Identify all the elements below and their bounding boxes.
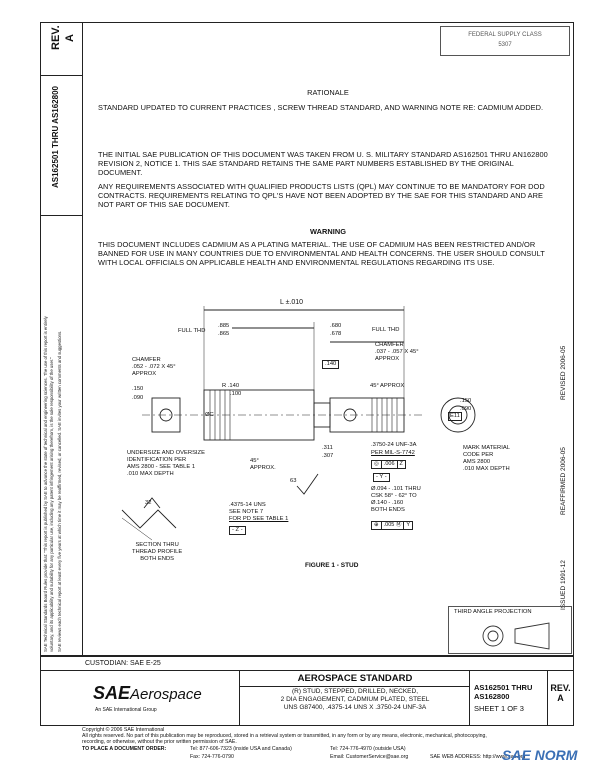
email: Email: CustomerService@sae.org [330, 754, 409, 760]
angle-45-approx: 45° APPROX [370, 383, 405, 389]
sae-logo: SAEAerospace [93, 683, 202, 703]
chamfer-right-label: CHAMFER .037 - .057 X 45° APPROX [375, 342, 419, 362]
dim-865: .865 [218, 331, 230, 337]
third-angle-projection-icon [482, 622, 550, 650]
warning-text: THIS DOCUMENT INCLUDES CADMIUM AS A PLAT… [98, 240, 545, 268]
full-thd-right: FULL THD [372, 327, 400, 333]
copyright: Copyright © 2006 SAE International [82, 727, 165, 733]
sheet-number: SHEET 1 OF 3 [474, 704, 524, 713]
part-description: (R) STUD, STEPPED, DRILLED, NECKED, 2 DI… [280, 688, 430, 711]
side-rev-value: A [64, 34, 76, 42]
thread-3750: .3750-24 UNF-3A [371, 442, 417, 448]
fax: Fax: 724-776-0790 [190, 754, 234, 760]
angle-45-b: 45° APPROX. [250, 458, 276, 471]
phi-c-label: ØC [205, 412, 214, 418]
paragraph-initial-publication: THE INITIAL SAE PUBLICATION OF THIS DOCU… [98, 150, 548, 178]
rights-notice: All rights reserved. No part of this pub… [82, 733, 487, 739]
mark-material-note: MARK MATERIAL CODE PER AMS 2800 .010 MAX… [463, 445, 510, 472]
third-angle-box: THIRD ANGLE PROJECTION [448, 606, 572, 654]
length-dimension: L ±.010 [280, 299, 304, 306]
side-rev-cell [41, 23, 83, 76]
side-docnum-cell [41, 75, 83, 216]
radius-100: .100 [230, 391, 242, 397]
dim-140-box: .140 [322, 360, 340, 369]
finish-32: 32 [145, 500, 152, 506]
logo-cell: SAEAerospace An SAE International Group [83, 671, 240, 725]
dim-680: .680 [330, 323, 342, 329]
tel-usa: Tel: 877-606-7323 (inside USA and Canada… [190, 746, 292, 752]
custodian: CUSTODIAN: SAE E-25 [41, 657, 573, 671]
thread-4375-note: .4375-14 UNS SEE NOTE 7 FOR PD SEE TABLE… [229, 502, 289, 522]
e11-tolerance: E11 [448, 412, 462, 421]
warning-title: WARNING [309, 227, 347, 236]
datum-z: - Z - [229, 526, 246, 535]
rationale-text: STANDARD UPDATED TO CURRENT PRACTICES , … [98, 103, 544, 112]
datum-y: - Y - [373, 473, 390, 482]
rights-notice-2: recording, or otherwise, without the pri… [82, 739, 237, 745]
federal-supply-class: FEDERAL SUPPLY CLASS 5307 [440, 26, 570, 56]
web-address: SAE WEB ADDRESS: http://www.sae.org [430, 754, 526, 760]
description-cell: AEROSPACE STANDARD (R) STUD, STEPPED, DR… [240, 671, 470, 725]
rationale-title: RATIONALE [307, 88, 349, 97]
dim-885: .885 [218, 323, 230, 329]
undersize-note: UNDERSIZE AND OVERSIZE IDENTIFICATION PE… [127, 450, 205, 477]
order-label: TO PLACE A DOCUMENT ORDER: [82, 746, 167, 752]
dim-090-right: .090 [460, 406, 472, 412]
phi-307: .307 [322, 453, 334, 459]
dim-678: .678 [330, 331, 342, 337]
radius-140: R .140 [222, 383, 240, 389]
paragraph-qpl: ANY REQUIREMENTS ASSOCIATED WITH QUALIFI… [98, 182, 545, 210]
sae-norm-watermark: SAE NORM [502, 747, 578, 763]
logo-subtitle: An SAE International Group [95, 707, 157, 713]
title-block: CUSTODIAN: SAE E-25 SAEAerospace An SAE … [40, 656, 574, 726]
dim-150-left: .150 [132, 386, 144, 392]
per-mil-spec: PER MIL-S-7742 [371, 450, 415, 456]
section-thru-label: SECTION THRU THREAD PROFILE BOTH ENDS [132, 542, 183, 562]
figure-caption: FIGURE 1 - STUD [305, 562, 359, 569]
hole-note: Ø.094 - .101 THRU CSK 58° - 62° TO Ø.140… [371, 486, 421, 513]
side-strip [40, 22, 83, 656]
standard-title: AEROSPACE STANDARD [240, 673, 470, 687]
side-disclaimer: SAE Technical Standards Board Rules prov… [43, 316, 62, 652]
rev-value: A [557, 693, 564, 703]
side-doc-numbers: AS162501 THRU AS162800 [51, 86, 60, 188]
rev-cell: REV. A [548, 671, 573, 725]
full-thd-left: FULL THD [178, 328, 206, 334]
tel-outside: Tel: 724-776-4970 (outside USA) [330, 746, 406, 752]
third-angle-label: THIRD ANGLE PROJECTION [454, 609, 532, 615]
rev-label: REV. [550, 683, 571, 693]
dim-150-right: .150 [460, 398, 472, 404]
doc-number-cell: AS162501 THRU AS162800 SHEET 1 OF 3 [470, 671, 548, 725]
finish-63: 63 [290, 478, 297, 484]
phi-311: .311 [322, 445, 333, 451]
page-frame [82, 22, 574, 656]
side-rev-label: REV. [50, 25, 62, 50]
dim-090-left: .090 [132, 395, 144, 401]
doc-number: AS162501 THRU AS162800 [474, 683, 533, 701]
stud-drawing [121, 306, 476, 541]
chamfer-left-label: CHAMFER .052 - .072 X 45° APPROX [132, 357, 176, 377]
